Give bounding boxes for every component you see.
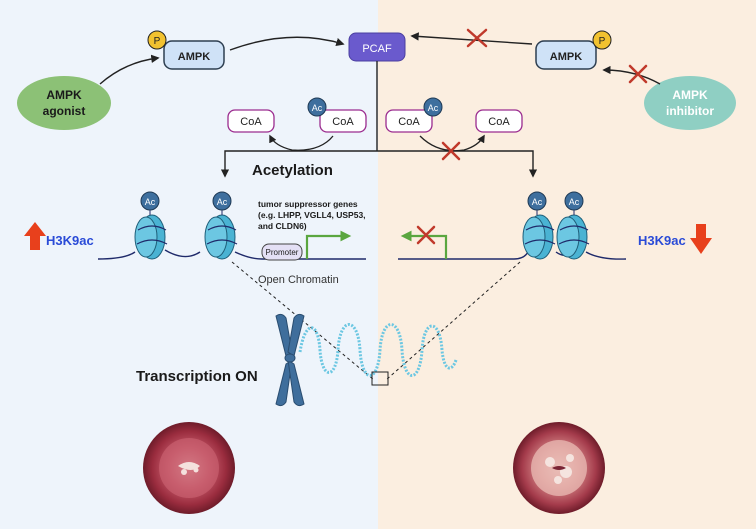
transcription-start-arrow (305, 230, 352, 259)
svg-text:AMPK: AMPK (46, 88, 82, 102)
open-chromatin-label: Open Chromatin (258, 274, 339, 286)
svg-text:Promoter: Promoter (266, 248, 299, 257)
h3k9ac-left-label: H3K9ac (46, 233, 94, 248)
svg-text:Ac: Ac (569, 197, 580, 207)
coa-right-1: CoA (385, 109, 433, 133)
cervix-tissue-icon (513, 422, 605, 514)
svg-text:CoA: CoA (488, 116, 510, 128)
ampk-right-to-pcaf-arrow (410, 32, 533, 45)
inhibition-x-icon (466, 28, 488, 48)
ac-left-coa-icon: Ac (307, 97, 327, 117)
coa-left-2: CoA (319, 109, 367, 133)
svg-text:agonist: agonist (43, 104, 86, 118)
transcription-on-label: Transcription ON (136, 368, 258, 385)
svg-text:Ac: Ac (145, 197, 156, 207)
ac-icon: Ac (564, 191, 584, 211)
svg-text:inhibitor: inhibitor (666, 104, 714, 118)
pcaf-label: PCAF (362, 43, 392, 55)
coa-right-2: CoA (475, 109, 523, 133)
acetylation-label: Acetylation (252, 162, 333, 179)
h3k9ac-right-label: H3K9ac (638, 233, 686, 248)
inhibition-x-icon (416, 225, 436, 245)
svg-text:CoA: CoA (398, 116, 420, 128)
ac-icon: Ac (527, 191, 547, 211)
up-arrow-icon (24, 222, 46, 250)
promoter-box: Promoter (261, 243, 303, 261)
inhibitor-to-ampk-arrow (602, 65, 661, 85)
ac-right-coa-icon: Ac (423, 97, 443, 117)
ac-icon: Ac (212, 191, 232, 211)
svg-text:Ac: Ac (312, 103, 323, 113)
svg-text:Ac: Ac (428, 103, 439, 113)
down-arrow-icon (690, 224, 712, 254)
ampk-agonist-oval: AMPK agonist (17, 76, 111, 130)
svg-text:AMPK: AMPK (672, 88, 708, 102)
ampk-left-box: AMPK (163, 40, 225, 70)
nucleosome-icon (556, 214, 590, 260)
acetylation-right-arrow (377, 150, 538, 178)
cervix-tissue-icon (143, 422, 235, 514)
coa-left-1: CoA (227, 109, 275, 133)
ac-icon: Ac (140, 191, 160, 211)
acetylation-left-arrow (220, 150, 377, 178)
svg-text:Ac: Ac (217, 197, 228, 207)
inhibition-x-icon (628, 64, 648, 84)
phospho-left-icon: P (147, 30, 167, 50)
tsg-line3: and CLDN6) (258, 221, 307, 231)
coa-left-cycle-arrow (269, 134, 334, 151)
zoom-box (371, 371, 389, 386)
ampk-left-label: AMPK (178, 51, 210, 63)
nucleosome-icon (522, 214, 556, 260)
dna-coil-icon (298, 323, 458, 377)
phospho-right-icon: P (592, 30, 612, 50)
svg-text:P: P (154, 36, 161, 47)
nucleosome-icon (134, 214, 168, 260)
tsg-line2: (e.g. LHPP, VGLL4, USP53, (258, 210, 366, 220)
svg-text:CoA: CoA (240, 116, 262, 128)
coa-right-cycle-arrow (419, 134, 485, 152)
ampk-to-pcaf-arrow (229, 36, 345, 51)
svg-text:CoA: CoA (332, 116, 354, 128)
ampk-right-box: AMPK (535, 40, 597, 70)
ampk-inhibitor-oval: AMPK inhibitor (644, 76, 736, 130)
agonist-to-ampk-arrow (99, 54, 160, 85)
nucleosome-icon (204, 214, 238, 260)
ampk-right-label: AMPK (550, 51, 582, 63)
dna-strand-left (97, 249, 366, 260)
svg-text:P: P (599, 36, 606, 47)
inhibition-x-icon (441, 141, 461, 161)
blocked-transcription-arrow (400, 230, 448, 259)
tsg-line1: tumor suppressor genes (258, 199, 358, 209)
svg-text:Ac: Ac (532, 197, 543, 207)
pcaf-box: PCAF (348, 32, 406, 62)
chromosome-icon (275, 313, 305, 407)
